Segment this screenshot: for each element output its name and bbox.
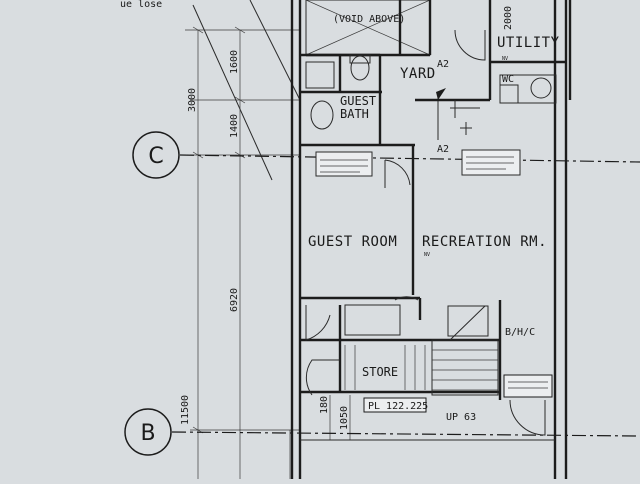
- section-cut-line: [415, 88, 490, 140]
- schedule-box-right: [461, 149, 521, 176]
- utility-label: UTILITY: [497, 35, 560, 51]
- stair-up-label: UP 63: [446, 412, 476, 423]
- dim-2000: 2000: [503, 6, 514, 30]
- dim-1400: 1400: [229, 114, 240, 138]
- stair: [344, 305, 499, 396]
- svg-text:C: C: [148, 144, 163, 169]
- dim-6920: 6920: [229, 288, 240, 312]
- nv-marker-1: NV: [502, 56, 508, 62]
- wardrobe-doors: [305, 296, 419, 341]
- dim-11500: 11500: [180, 395, 191, 425]
- right-small-box: [503, 374, 553, 436]
- recreation-room-label: RECREATION RM.: [422, 234, 547, 250]
- exterior-walls: [290, 0, 572, 479]
- dim-1050: 1050: [339, 406, 350, 430]
- top-fragment-text: ue lose: [120, 0, 162, 10]
- dimension-lines: [185, 26, 351, 479]
- level-tag: PL 122.225: [363, 397, 428, 413]
- guest-bath-label-1: GUEST: [340, 94, 376, 108]
- section-marker-a2-bottom: A2: [437, 144, 449, 155]
- guest-bath-label-2: BATH: [340, 107, 369, 121]
- void-above-label: (VOID ABOVE): [333, 14, 405, 25]
- store-door: [305, 359, 340, 396]
- dim-1600: 1600: [229, 50, 240, 74]
- yard-label: YARD: [400, 66, 436, 82]
- nv-marker-2: NV: [424, 252, 430, 258]
- grid-bubble-c: C: [132, 131, 180, 179]
- right-room-label: B/H/C: [505, 327, 535, 338]
- store-label: STORE: [362, 365, 398, 379]
- diagonal-line: [192, 4, 273, 181]
- door-guest-room: [384, 159, 411, 188]
- grid-line-b: [171, 431, 640, 437]
- schedule-box-left: [315, 151, 373, 177]
- svg-text:B: B: [140, 421, 155, 446]
- section-marker-a2-top: A2: [437, 59, 449, 70]
- guest-room-label: GUEST ROOM: [308, 234, 397, 250]
- utility-walls: [428, 0, 566, 100]
- grid-bubble-b: B: [124, 408, 172, 456]
- guest-bath-walls: [300, 53, 415, 147]
- wc-label: WC: [502, 74, 514, 85]
- dim-180: 180: [319, 396, 330, 414]
- wc-fixture: [499, 74, 557, 104]
- bottom-lines: [289, 430, 555, 479]
- svg-text:PL 122.225: PL 122.225: [368, 401, 428, 412]
- dim-3000: 3000: [187, 88, 198, 112]
- grid-line-c: [179, 154, 640, 163]
